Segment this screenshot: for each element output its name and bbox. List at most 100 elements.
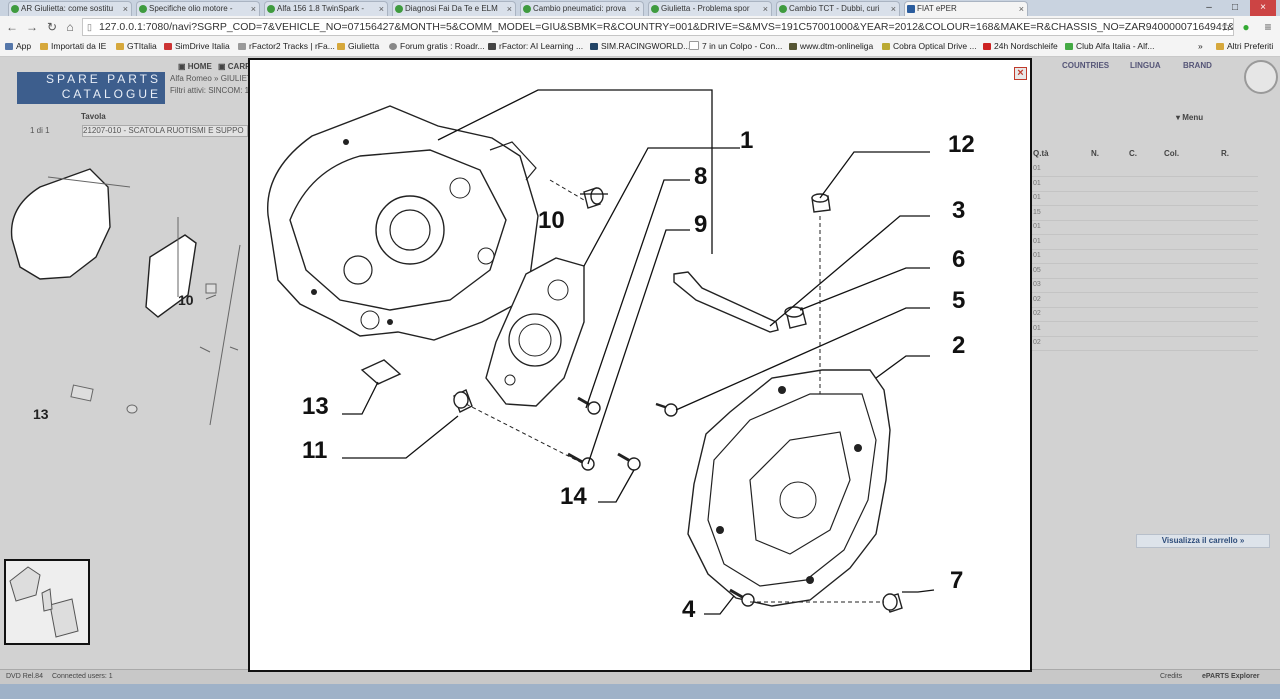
bookmark-star-icon[interactable]: ☆ bbox=[1220, 20, 1232, 34]
part-damper-6[interactable] bbox=[784, 306, 807, 329]
callout-9[interactable]: 9 bbox=[694, 211, 707, 238]
part-stud-5[interactable] bbox=[655, 402, 678, 417]
nav-cart[interactable]: ▣ CARR bbox=[218, 62, 251, 71]
nav-home[interactable]: ▣ HOME bbox=[178, 62, 212, 71]
tab-close-icon[interactable]: × bbox=[250, 4, 256, 14]
bookmark-item[interactable]: App bbox=[5, 38, 31, 55]
back-arrow-icon[interactable]: ← bbox=[6, 20, 18, 34]
menu-link[interactable]: ▾ Menu bbox=[1176, 113, 1204, 122]
table-row[interactable] bbox=[1030, 190, 1258, 192]
browser-tab[interactable]: Cambio pneumatici: prova× bbox=[520, 1, 644, 16]
bookmark-item[interactable]: Club Alfa Italia - Alf... bbox=[1065, 38, 1154, 55]
nav-brand[interactable]: BRAND bbox=[1183, 61, 1212, 70]
callout-8[interactable]: 8 bbox=[694, 163, 707, 190]
diagram-thumbnail[interactable] bbox=[4, 559, 90, 645]
bookmark-item[interactable]: 7 in un Colpo - Con... bbox=[689, 38, 782, 55]
table-row[interactable] bbox=[1030, 350, 1258, 351]
home-icon[interactable]: ⌂ bbox=[66, 20, 74, 34]
callout-4[interactable]: 4 bbox=[682, 596, 696, 623]
tab-close-icon[interactable]: × bbox=[506, 4, 512, 14]
maximize-icon[interactable]: □ bbox=[1231, 2, 1239, 13]
browser-tab[interactable]: Specifiche olio motore - × bbox=[136, 1, 260, 16]
nav-countries[interactable]: COUNTRIES bbox=[1062, 61, 1110, 70]
status-credits[interactable]: Credits bbox=[1160, 673, 1183, 680]
tab-close-icon[interactable]: × bbox=[890, 4, 896, 14]
callout-1[interactable]: 1 bbox=[740, 127, 753, 154]
part-sleeve-11[interactable] bbox=[453, 389, 473, 413]
window-close-icon[interactable]: × bbox=[1250, 0, 1276, 16]
bookmark-item[interactable]: GTItalia bbox=[116, 38, 157, 55]
callout-13[interactable]: 13 bbox=[302, 393, 329, 420]
bookmark-item[interactable]: SIM.RACINGWORLD... bbox=[590, 38, 690, 55]
table-row[interactable] bbox=[1030, 176, 1258, 177]
table-row[interactable] bbox=[1030, 205, 1258, 206]
bookmark-item[interactable]: rFactor2 Tracks | rFa... bbox=[238, 38, 335, 55]
table-row[interactable] bbox=[1030, 277, 1258, 279]
extension-icon[interactable]: ● bbox=[1242, 20, 1250, 34]
part-plug-7[interactable] bbox=[882, 593, 903, 613]
bookmarks-overflow[interactable]: » bbox=[1198, 41, 1203, 51]
tab-close-icon[interactable]: × bbox=[378, 4, 384, 14]
table-select[interactable]: 21207-010 - SCATOLA RUOTISMI E SUPPO bbox=[82, 125, 248, 137]
forward-arrow-icon[interactable]: → bbox=[26, 20, 38, 34]
callout-11[interactable]: 11 bbox=[302, 437, 327, 464]
tab-close-icon[interactable]: × bbox=[122, 4, 128, 14]
browser-tab[interactable]: Alfa 156 1.8 TwinSpark - × bbox=[264, 1, 388, 16]
table-row[interactable] bbox=[1030, 335, 1258, 337]
callout-6[interactable]: 6 bbox=[952, 246, 965, 273]
site-icon bbox=[882, 43, 890, 50]
callout-7[interactable]: 7 bbox=[950, 567, 963, 594]
bookmark-item[interactable]: Giulietta bbox=[337, 38, 379, 55]
bookmark-item[interactable]: rFactor: AI Learning ... bbox=[488, 38, 583, 55]
callout-3[interactable]: 3 bbox=[952, 197, 965, 224]
table-row[interactable] bbox=[1030, 219, 1258, 221]
part-housing[interactable] bbox=[267, 105, 539, 341]
bookmark-item[interactable]: Forum gratis : Roadr... bbox=[389, 38, 485, 55]
part-bushing-10[interactable] bbox=[583, 187, 604, 209]
bookmark-item[interactable]: www.dtm-onlineliga bbox=[789, 38, 873, 55]
browser-tab[interactable]: Giulietta - Problema spor× bbox=[648, 1, 772, 16]
table-row[interactable] bbox=[1030, 248, 1258, 250]
reload-icon[interactable]: ↻ bbox=[46, 20, 58, 34]
part-bolt-14[interactable] bbox=[617, 452, 641, 471]
minimize-icon[interactable]: – bbox=[1206, 2, 1212, 13]
table-row[interactable] bbox=[1030, 234, 1258, 235]
bookmark-item[interactable]: Importati da IE bbox=[40, 38, 106, 55]
part-shim-13[interactable] bbox=[360, 359, 402, 385]
chrome-menu-icon[interactable]: ≡ bbox=[1264, 20, 1272, 34]
browser-tab[interactable]: AR Giulietta: come sostitu× bbox=[8, 1, 132, 16]
nav-lingua[interactable]: LINGUA bbox=[1130, 61, 1161, 70]
table-row[interactable] bbox=[1030, 263, 1258, 264]
tab-close-icon[interactable]: × bbox=[634, 4, 640, 14]
table-row[interactable] bbox=[1030, 292, 1258, 293]
bg-callout-10: 10 bbox=[178, 292, 194, 308]
browser-tab[interactable]: Cambio TCT - Dubbi, curi× bbox=[776, 1, 900, 16]
part-bolt-8[interactable] bbox=[577, 396, 601, 415]
view-cart-button[interactable]: Visualizza il carrello » bbox=[1136, 534, 1270, 548]
table-row[interactable] bbox=[1030, 321, 1258, 322]
tab-close-icon[interactable]: × bbox=[1018, 4, 1024, 14]
callout-12[interactable]: 12 bbox=[948, 131, 975, 158]
part-bolt-4[interactable] bbox=[729, 588, 755, 607]
browser-tab-active[interactable]: FIAT ePER× bbox=[904, 1, 1028, 16]
part-cover-2[interactable] bbox=[687, 369, 891, 607]
address-bar[interactable]: ▯ 127.0.0.1:7080/navi?SGRP_COD=7&VEHICLE… bbox=[82, 18, 1234, 36]
bookmark-item[interactable]: 24h Nordschleife bbox=[983, 38, 1058, 55]
bookmark-item[interactable]: Altri Preferiti bbox=[1216, 38, 1273, 55]
bookmark-item[interactable]: Cobra Optical Drive ... bbox=[882, 38, 977, 55]
callout-10[interactable]: 10 bbox=[538, 207, 565, 234]
part-support-plate[interactable] bbox=[485, 257, 585, 407]
callout-14[interactable]: 14 bbox=[560, 483, 587, 510]
table-row[interactable] bbox=[1030, 306, 1258, 308]
site-icon bbox=[1065, 43, 1073, 50]
tab-close-icon[interactable]: × bbox=[762, 4, 768, 14]
browser-tab[interactable]: Diagnosi Fai Da Te e ELM× bbox=[392, 1, 516, 16]
bookmark-item[interactable]: SimDrive Italia bbox=[164, 38, 230, 55]
folder-icon bbox=[337, 43, 345, 50]
callout-2[interactable]: 2 bbox=[952, 332, 965, 359]
callout-5[interactable]: 5 bbox=[952, 287, 965, 314]
close-modal-button[interactable]: × bbox=[1014, 67, 1027, 80]
tab-favicon-icon bbox=[651, 5, 659, 13]
part-cap-12[interactable] bbox=[811, 193, 831, 213]
part-lever-3[interactable] bbox=[673, 271, 779, 333]
